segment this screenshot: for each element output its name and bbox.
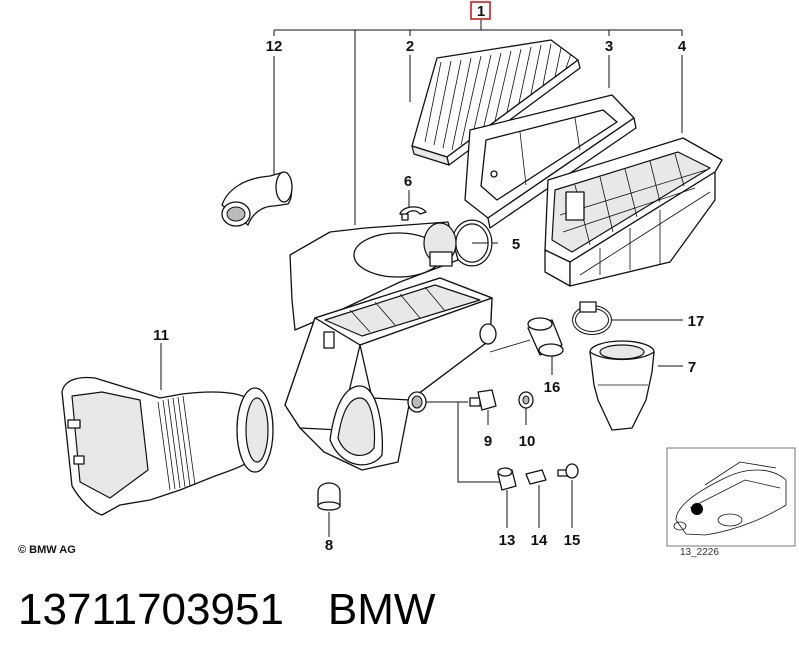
callout-9: 9 [484,433,492,450]
callout-17: 17 [688,313,705,330]
callout-16: 16 [544,379,561,396]
screw-part-15 [557,463,579,479]
part-number: 13711703951 [18,585,284,634]
callout-13: 13 [499,532,516,549]
callout-10: 10 [519,433,536,450]
callout-8: 8 [325,537,333,554]
filter-frame [464,94,637,229]
intake-duct [61,376,274,516]
location-inset [666,447,796,547]
leader-lines [160,20,683,537]
inset-code-label: 13_2226 [680,547,719,558]
callout-11: 11 [153,327,169,344]
callout-7: 7 [688,359,696,376]
callout-1: 1 [477,3,485,20]
fasteners [317,389,579,511]
callout-3: 3 [605,38,613,55]
callout-labels: 1 12 2 3 4 6 5 17 7 16 11 9 10 8 13 14 1… [153,1,705,554]
clip [399,206,427,221]
spacer-part-14 [525,469,547,485]
elbow-hose [221,171,293,227]
filter-cover [544,137,723,287]
callout-2: 2 [406,38,414,55]
cap-part-8 [317,482,341,507]
callout-15: 15 [564,532,581,549]
callout-14: 14 [531,532,548,549]
nut-part-10 [518,391,534,409]
intake-funnel [589,340,655,431]
callout-4: 4 [678,38,687,55]
brand-name: BMW [327,585,436,634]
sleeve [527,317,564,357]
callout-12: 12 [266,38,283,55]
callout-6: 6 [404,173,412,190]
hose-clamp [572,301,612,335]
bolt-part-9 [469,389,497,411]
location-marker [691,503,703,515]
callout-5: 5 [512,236,520,253]
callout-1-highlight [470,1,491,20]
part-caption: 13711703951 BMW [18,585,435,635]
air-filter-housing [284,221,497,471]
bushing-part-13 [497,467,517,491]
copyright-label: © BMW AG [18,544,76,556]
